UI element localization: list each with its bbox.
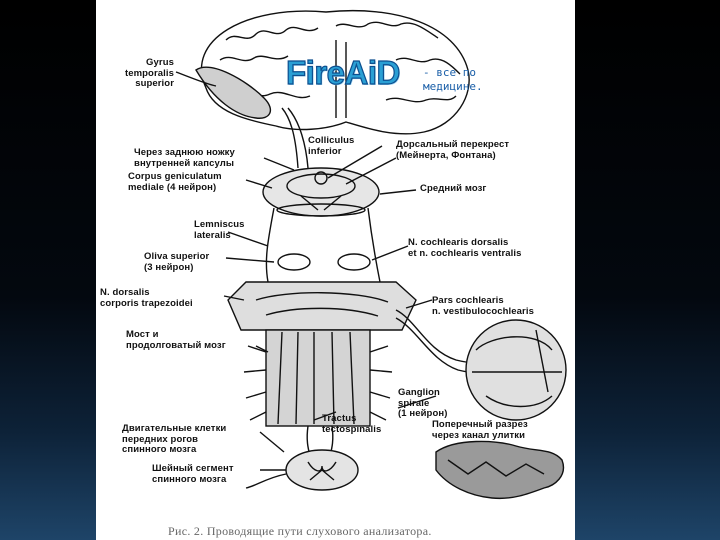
label-dorsal-chiasm: Дорсальный перекрест (Мейнерта, Фонтана) (396, 140, 509, 161)
label-motor-cells: Двигательные клетки передних рогов спинн… (122, 424, 226, 456)
label-tractus-tectospinalis: Tractus tectospinalis (322, 414, 381, 435)
label-pons-medulla: Мост и продолговатый мозг (126, 330, 226, 351)
label-oliva-superior: Oliva superior (3 нейрон) (144, 252, 209, 273)
label-cochlear-nuclei: N. cochlearis dorsalis et n. cochlearis … (408, 238, 521, 259)
pons-section (228, 282, 416, 330)
slide-right-band (575, 0, 720, 540)
label-ganglion-spirale: Ganglion spirale (1 нейрон) (398, 388, 447, 420)
label-posterior-limb: Через заднюю ножку внутренней капсулы (134, 148, 235, 169)
label-gyrus-temporalis: Gyrus temporalis superior (108, 58, 174, 90)
label-cross-section: Поперечный разрез через канал улитки (432, 420, 528, 441)
slide-left-band (0, 0, 96, 540)
label-cervical-segment: Шейный сегмент спинного мозга (152, 464, 234, 485)
label-n-dorsalis: N. dorsalis corporis trapezoidei (100, 288, 193, 309)
tagline-line: - все по (423, 66, 483, 80)
figure-caption: Рис. 2. Проводящие пути слухового анализ… (168, 524, 432, 539)
cochlea-cross-section (436, 441, 563, 498)
label-lemniscus-lateralis: Lemniscus lateralis (194, 220, 245, 241)
label-pars-cochlearis: Pars cochlearis n. vestibulocochlearis (432, 296, 534, 317)
diagram-page: FireAiD - все по медицине. Gyrus tempora… (96, 0, 575, 540)
brand-tagline: - все по медицине. (423, 66, 483, 94)
label-colliculus-inferior: Colliculus inferior (308, 136, 354, 157)
tagline-line: медицине. (423, 80, 483, 94)
label-midbrain: Средний мозг (420, 184, 487, 195)
label-corpus-geniculatum: Corpus geniculatum mediale (4 нейрон) (128, 172, 222, 193)
brand-logo: FireAiD (286, 54, 400, 92)
cochlea-detail (466, 320, 566, 420)
